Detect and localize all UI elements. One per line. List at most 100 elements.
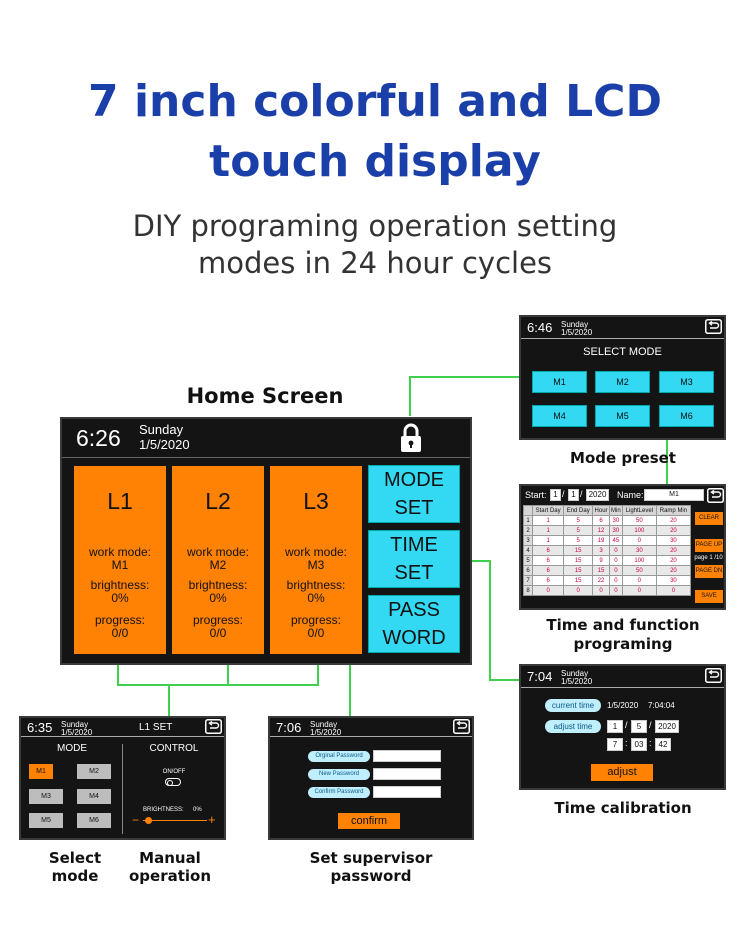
table-cell[interactable]: 0 bbox=[608, 575, 623, 586]
adjust-month-input[interactable]: 1 bbox=[607, 720, 623, 733]
increase-brightness-button[interactable]: + bbox=[208, 812, 216, 827]
confirm-button[interactable]: confirm bbox=[338, 813, 400, 829]
adjust-year-input[interactable]: 2020 bbox=[655, 720, 679, 733]
table-cell[interactable]: 5 bbox=[563, 525, 594, 536]
mode-m4-button[interactable]: M4 bbox=[532, 405, 587, 427]
table-cell[interactable]: 1 bbox=[531, 525, 565, 536]
mode-m3-button[interactable]: M3 bbox=[29, 789, 63, 804]
table-cell[interactable]: 20 bbox=[655, 565, 692, 576]
table-cell[interactable]: 19 bbox=[592, 535, 610, 546]
back-icon[interactable] bbox=[705, 319, 722, 334]
mode-m2-button[interactable]: M2 bbox=[77, 764, 111, 779]
table-cell[interactable]: 6 bbox=[531, 545, 565, 556]
table-cell[interactable]: 6 bbox=[531, 575, 565, 586]
table-row[interactable]: 8 0 0 0 0 0 0 bbox=[523, 585, 692, 596]
table-row[interactable]: 7 6 15 22 0 0 30 bbox=[523, 575, 692, 586]
table-cell[interactable]: 0 bbox=[608, 565, 623, 576]
mode-m5-button[interactable]: M5 bbox=[595, 405, 650, 427]
table-row[interactable]: 1 1 5 6 30 50 20 bbox=[523, 515, 692, 526]
mode-m6-button[interactable]: M6 bbox=[77, 813, 111, 828]
light-card-l1[interactable]: L1 work mode: M1 brightness: 0% progress… bbox=[74, 466, 166, 654]
mode-set-button[interactable]: MODE SET bbox=[368, 465, 460, 523]
table-cell[interactable]: 0 bbox=[621, 585, 657, 596]
back-icon[interactable] bbox=[453, 719, 470, 734]
mode-m1-button[interactable]: M1 bbox=[29, 764, 53, 779]
table-cell[interactable]: 6 bbox=[531, 555, 565, 566]
table-cell[interactable]: 20 bbox=[655, 545, 692, 556]
table-cell[interactable]: 1 bbox=[531, 515, 565, 526]
adjust-day-input[interactable]: 5 bbox=[631, 720, 647, 733]
lock-icon[interactable] bbox=[399, 422, 423, 454]
table-row[interactable]: 5 6 15 9 0 100 20 bbox=[523, 555, 692, 566]
mode-m5-button[interactable]: M5 bbox=[29, 813, 63, 828]
table-cell[interactable]: 30 bbox=[608, 525, 623, 536]
name-input[interactable]: M1 bbox=[644, 489, 704, 501]
back-icon[interactable] bbox=[707, 488, 724, 503]
table-row[interactable]: 3 1 5 19 45 0 30 bbox=[523, 535, 692, 546]
table-cell[interactable]: 0 bbox=[621, 575, 657, 586]
table-cell[interactable]: 30 bbox=[621, 545, 657, 556]
table-cell[interactable]: 0 bbox=[621, 535, 657, 546]
clear-button[interactable]: CLEAR bbox=[695, 512, 723, 525]
table-row[interactable]: 4 6 15 3 0 30 20 bbox=[523, 545, 692, 556]
table-cell[interactable]: 5 bbox=[563, 515, 594, 526]
table-cell[interactable]: 0 bbox=[608, 585, 623, 596]
table-cell[interactable]: 15 bbox=[592, 565, 610, 576]
start-year-input[interactable]: 2020 bbox=[586, 489, 609, 501]
table-cell[interactable]: 20 bbox=[655, 555, 692, 566]
mode-m1-button[interactable]: M1 bbox=[532, 371, 587, 393]
table-row[interactable]: 6 6 15 15 0 50 20 bbox=[523, 565, 692, 576]
save-button[interactable]: SAVE bbox=[695, 590, 723, 603]
back-icon[interactable] bbox=[705, 668, 722, 683]
table-cell[interactable]: 1 bbox=[531, 535, 565, 546]
confirm-password-input[interactable] bbox=[373, 786, 441, 798]
light-card-l2[interactable]: L2 work mode: M2 brightness: 0% progress… bbox=[172, 466, 264, 654]
table-cell[interactable]: 12 bbox=[592, 525, 610, 536]
new-password-input[interactable] bbox=[373, 768, 441, 780]
table-cell[interactable]: 45 bbox=[608, 535, 623, 546]
table-cell[interactable]: 22 bbox=[592, 575, 610, 586]
adjust-minute-input[interactable]: 03 bbox=[631, 738, 647, 751]
original-password-input[interactable] bbox=[373, 750, 441, 762]
table-cell[interactable]: 0 bbox=[592, 585, 610, 596]
brightness-slider-track[interactable] bbox=[143, 820, 207, 821]
mode-m6-button[interactable]: M6 bbox=[659, 405, 714, 427]
table-cell[interactable]: 6 bbox=[531, 565, 565, 576]
mode-m4-button[interactable]: M4 bbox=[77, 789, 111, 804]
onoff-toggle[interactable] bbox=[165, 778, 181, 786]
password-button[interactable]: PASS WORD bbox=[368, 595, 460, 653]
decrease-brightness-button[interactable]: − bbox=[132, 813, 140, 827]
page-down-button[interactable]: PAGE DN bbox=[695, 565, 723, 578]
adjust-button[interactable]: adjust bbox=[591, 764, 653, 781]
table-cell[interactable]: 20 bbox=[655, 525, 692, 536]
table-cell[interactable]: 0 bbox=[608, 555, 623, 566]
table-cell[interactable]: 5 bbox=[563, 535, 594, 546]
table-cell[interactable]: 100 bbox=[621, 555, 657, 566]
table-cell[interactable]: 50 bbox=[621, 565, 657, 576]
table-cell[interactable]: 30 bbox=[655, 575, 692, 586]
back-icon[interactable] bbox=[205, 719, 222, 734]
table-cell[interactable]: 15 bbox=[563, 575, 594, 586]
table-cell[interactable]: 3 bbox=[592, 545, 610, 556]
table-cell[interactable]: 0 bbox=[608, 545, 623, 556]
light-card-l3[interactable]: L3 work mode: M3 brightness: 0% progress… bbox=[270, 466, 362, 654]
adjust-hour-input[interactable]: 7 bbox=[607, 738, 623, 751]
adjust-second-input[interactable]: 42 bbox=[655, 738, 671, 751]
start-month-input[interactable]: 1 bbox=[550, 489, 561, 501]
start-day-input[interactable]: 1 bbox=[568, 489, 579, 501]
table-cell[interactable]: 0 bbox=[563, 585, 594, 596]
table-cell[interactable]: 0 bbox=[655, 585, 692, 596]
page-up-button[interactable]: PAGE UP bbox=[695, 539, 723, 552]
table-cell[interactable]: 9 bbox=[592, 555, 610, 566]
time-set-button[interactable]: TIME SET bbox=[368, 530, 460, 588]
table-cell[interactable]: 100 bbox=[621, 525, 657, 536]
table-cell[interactable]: 15 bbox=[563, 545, 594, 556]
table-cell[interactable]: 50 bbox=[621, 515, 657, 526]
table-cell[interactable]: 15 bbox=[563, 565, 594, 576]
table-cell[interactable]: 20 bbox=[655, 515, 692, 526]
table-cell[interactable]: 6 bbox=[592, 515, 610, 526]
table-cell[interactable]: 0 bbox=[531, 585, 565, 596]
table-row[interactable]: 2 1 5 12 30 100 20 bbox=[523, 525, 692, 536]
table-cell[interactable]: 30 bbox=[655, 535, 692, 546]
table-cell[interactable]: 15 bbox=[563, 555, 594, 566]
